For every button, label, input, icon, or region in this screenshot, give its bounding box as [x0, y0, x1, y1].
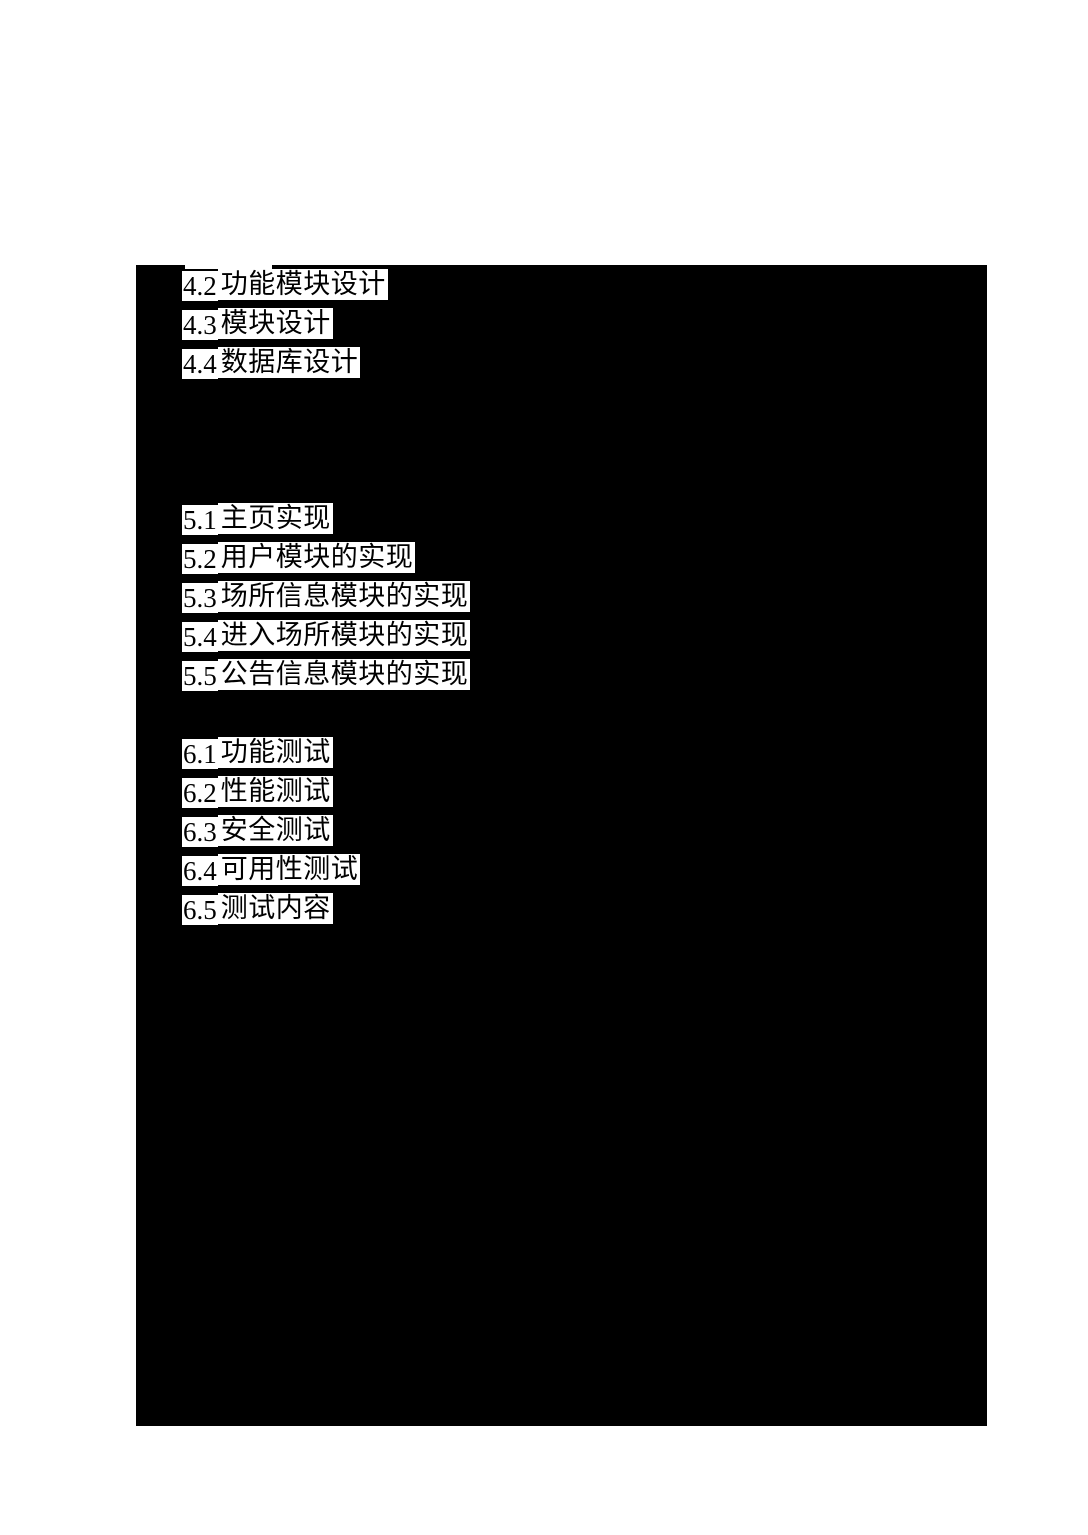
toc-entry-number: 5.5 [182, 661, 218, 691]
toc-entry-number: 6.1 [182, 739, 218, 769]
toc-entry-title: 功能模块设计 [217, 269, 388, 300]
toc-entry-title: 用户模块的实现 [217, 542, 416, 573]
toc-entry-title: 测试内容 [217, 893, 333, 924]
toc-entry-title: 安全测试 [217, 815, 333, 846]
toc-entry-number: 4.2 [182, 271, 218, 301]
toc-entry-number: 6.2 [182, 778, 218, 808]
toc-entry-number: 5.1 [182, 505, 218, 535]
toc-entry-number: 6.5 [182, 895, 218, 925]
toc-entry-number: 4.3 [182, 310, 218, 340]
toc-entry-number: 6.3 [182, 817, 218, 847]
toc-entry-title: 进入场所模块的实现 [217, 620, 471, 651]
toc-entry-title: 模块设计 [217, 308, 333, 339]
toc-entry-title: 公告信息模块的实现 [217, 659, 471, 690]
toc-entry-title: 可用性测试 [217, 854, 361, 885]
toc-entry-title: 性能测试 [217, 776, 333, 807]
toc-entry-number: 5.4 [182, 622, 218, 652]
clipped-highlight-sliver [185, 265, 272, 269]
toc-entry-title: 主页实现 [217, 503, 333, 534]
toc-entry-number: 5.2 [182, 544, 218, 574]
toc-entry-number: 6.4 [182, 856, 218, 886]
toc-entry-number: 4.4 [182, 349, 218, 379]
toc-entry-number: 5.3 [182, 583, 218, 613]
toc-entry-title: 场所信息模块的实现 [217, 581, 471, 612]
toc-entry-title: 数据库设计 [217, 347, 361, 378]
toc-entry-title: 功能测试 [217, 737, 333, 768]
